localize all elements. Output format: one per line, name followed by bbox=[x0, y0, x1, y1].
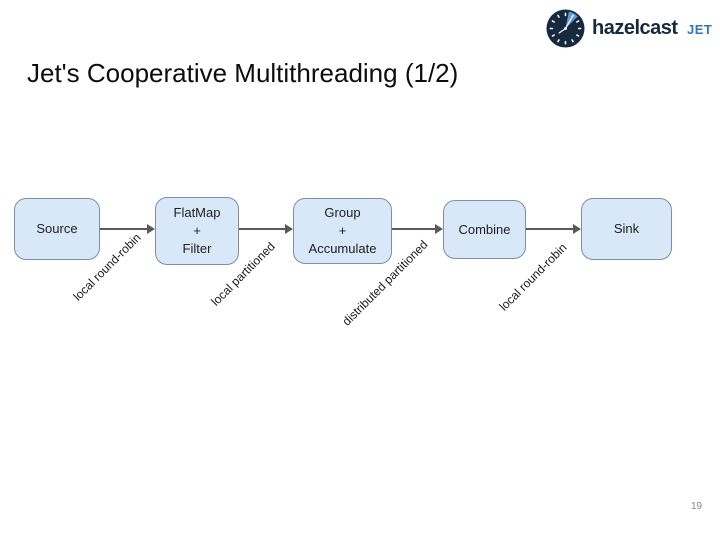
hazelcast-jet-logo: hazelcast JET bbox=[546, 9, 712, 48]
node-sink: Sink bbox=[581, 198, 672, 260]
logo-brand-name: hazelcast bbox=[592, 17, 678, 39]
node-flatmap-filter: FlatMap + Filter bbox=[155, 197, 239, 265]
node-source: Source bbox=[14, 198, 100, 260]
logo-product-name: JET bbox=[687, 22, 713, 37]
arrow-combine-to-sink bbox=[526, 224, 581, 234]
arrow-source-to-flatmap bbox=[100, 224, 155, 234]
page-number: 19 bbox=[691, 501, 703, 512]
node-sink-label: Sink bbox=[613, 221, 640, 236]
node-source-label: Source bbox=[36, 221, 78, 236]
node-group-line-3: Accumulate bbox=[308, 241, 377, 256]
node-group-line-2: + bbox=[338, 223, 347, 238]
node-combine: Combine bbox=[443, 200, 526, 259]
node-flatmap-line-1: FlatMap bbox=[173, 205, 221, 220]
speedometer-logo-icon bbox=[546, 9, 585, 48]
node-combine-label: Combine bbox=[458, 221, 511, 237]
arrow-group-to-combine bbox=[392, 224, 443, 234]
node-group-accumulate: Group + Accumulate bbox=[293, 198, 392, 264]
logo-text: hazelcast JET bbox=[592, 17, 712, 40]
node-group-line-1: Group bbox=[324, 205, 361, 220]
node-flatmap-line-2: + bbox=[193, 223, 201, 238]
slide-title: Jet's Cooperative Multithreading (1/2) bbox=[27, 58, 459, 88]
arrow-flatmap-to-group bbox=[239, 224, 293, 234]
node-flatmap-line-3: Filter bbox=[182, 241, 212, 256]
